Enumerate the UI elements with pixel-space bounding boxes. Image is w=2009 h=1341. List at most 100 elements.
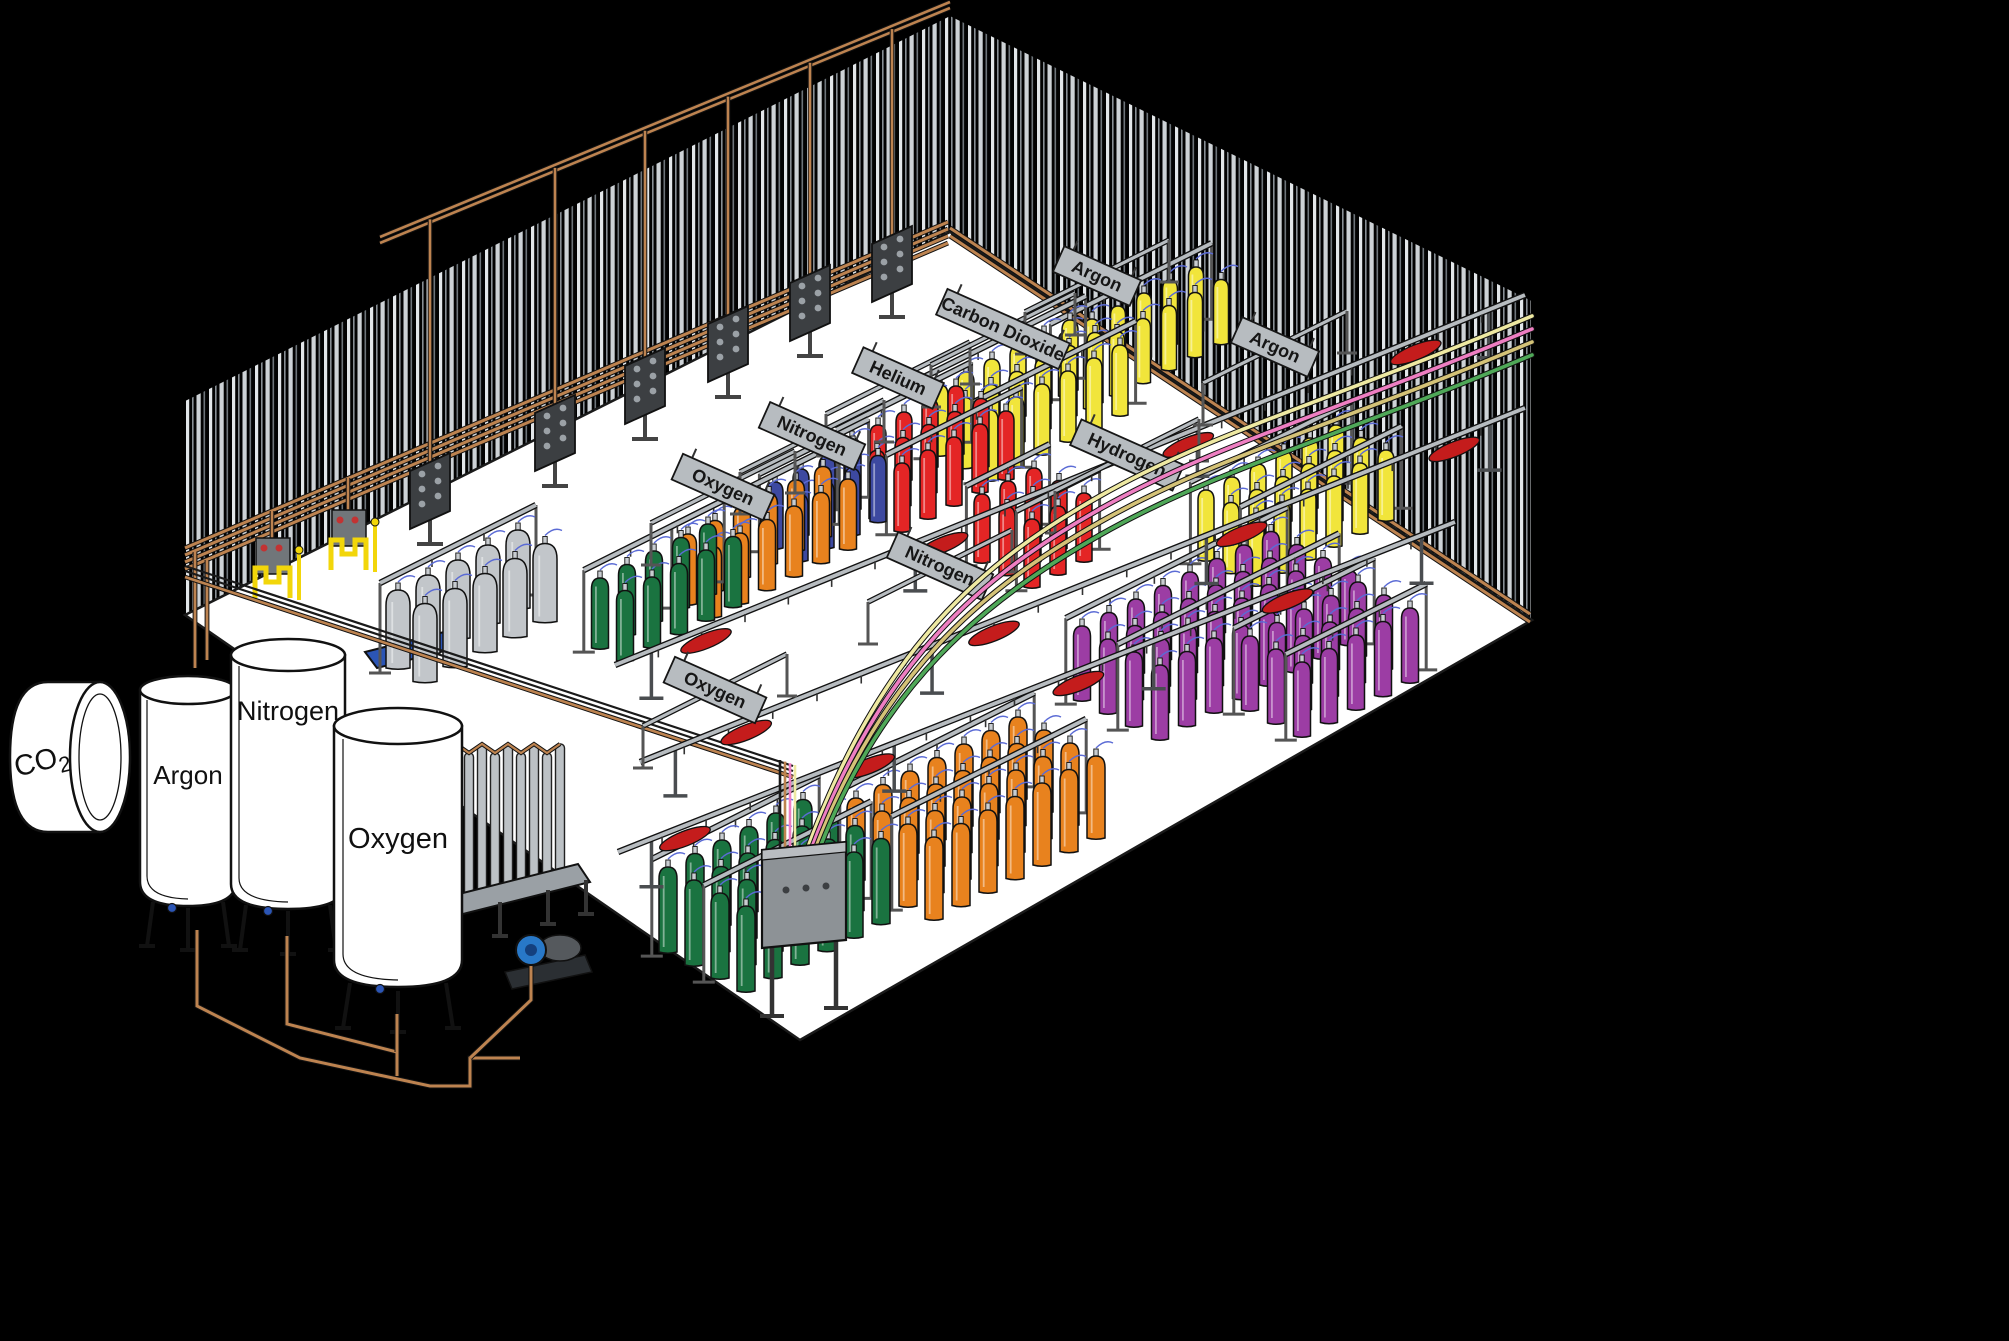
cylinder-hose: [1108, 597, 1127, 605]
cylinder-hose: [678, 548, 697, 556]
cylinder-hose: [1214, 596, 1233, 604]
cylinder-hose: [739, 518, 758, 526]
rail: [1284, 582, 1428, 656]
cylinder-hose: [1255, 500, 1274, 508]
pigtail-hose: [680, 628, 732, 654]
cylinder-hose: [902, 422, 921, 430]
panel-port: [732, 315, 740, 323]
rail: [1116, 531, 1341, 646]
panel-port: [559, 434, 567, 442]
cylinder-hose: [1213, 623, 1232, 631]
cylinder-hose: [1159, 650, 1178, 658]
rail: [639, 406, 1526, 764]
cabinet-port: [782, 886, 790, 894]
tube: [489, 752, 501, 900]
cylinder-hose: [990, 715, 1009, 723]
cylinder-hose: [1215, 570, 1234, 578]
cylinder-hose: [801, 811, 820, 819]
cylinder-hose: [1068, 754, 1087, 762]
gas-cylinder: [1124, 651, 1144, 728]
cylinder-hose: [397, 575, 416, 583]
pigtail-hose: [720, 719, 773, 746]
sign-bracket: [933, 369, 940, 380]
pigtail-hose: [1428, 436, 1481, 463]
sign-bracket: [871, 341, 878, 352]
pigtail-hose: [968, 620, 1020, 647]
gas-cylinder: [1033, 383, 1051, 456]
cylinder-hose: [1328, 633, 1347, 641]
cylinder-hose: [908, 782, 927, 790]
sign-bracket: [956, 283, 963, 294]
nitrogen-center-bank: [828, 689, 1114, 921]
sign-bracket: [778, 396, 785, 407]
cylinder-hose: [1270, 516, 1289, 524]
sign-bracket: [906, 526, 913, 537]
tank-body: [229, 653, 347, 911]
panel-port: [418, 500, 426, 508]
sign-bracket: [1250, 311, 1257, 322]
tank-label-oxygen: Oxygen: [348, 823, 448, 855]
cylinder-hose: [1383, 580, 1402, 588]
cylinder-hose: [768, 478, 787, 486]
rail: [965, 442, 1051, 488]
gas-cylinder: [658, 866, 678, 954]
cylinder-hose: [954, 396, 973, 404]
cylinder-hose: [1301, 647, 1320, 655]
tube: [554, 743, 566, 884]
tank-body: [332, 724, 464, 989]
cylinder-hose: [1240, 609, 1259, 617]
cylinder-hose: [1231, 462, 1250, 470]
cylinder-hose: [1269, 543, 1288, 551]
tank-body: [138, 688, 238, 908]
cylinder-hose: [680, 522, 699, 530]
cylinder-hose: [1134, 610, 1153, 618]
tube: [541, 752, 553, 887]
cylinder-hose: [1333, 461, 1352, 469]
cylinder-hose: [1230, 487, 1249, 495]
gas-cylinder: [978, 809, 998, 894]
cylinder-hose: [599, 563, 618, 571]
gas-cylinder: [898, 823, 918, 908]
cylinder-hose: [1069, 728, 1088, 736]
panel-port: [649, 372, 657, 380]
pigtail-hose: [659, 825, 711, 852]
cylinder-hose: [909, 756, 928, 764]
cylinder-hose: [820, 477, 839, 485]
gas-cylinder: [871, 837, 891, 926]
cylinder-hose: [1142, 303, 1161, 311]
gas-cylinder: [669, 562, 689, 636]
cylinder-hose: [1043, 715, 1062, 723]
cylinder-hose: [1091, 304, 1110, 312]
panel-port: [633, 365, 641, 373]
copper-pipe: [285, 936, 399, 1076]
cylinder-hose: [962, 755, 981, 763]
rail: [1239, 424, 1403, 509]
sign-bracket: [691, 448, 698, 459]
station-pipes: [328, 537, 369, 570]
cylinder-hose: [935, 769, 954, 777]
cylinder-hose: [653, 536, 672, 544]
gauge: [260, 544, 268, 552]
panel-port: [633, 395, 641, 403]
cylinder-hose: [1355, 620, 1374, 628]
tank-legs: [139, 901, 237, 952]
gas-cylinder: [1005, 795, 1025, 881]
cylinder-hose: [907, 809, 926, 817]
gas-cylinder: [1059, 768, 1079, 854]
gas-cylinder: [1373, 620, 1393, 698]
cylinder-hose: [1016, 728, 1035, 736]
cylinder-hose: [1257, 449, 1276, 457]
panel-port: [649, 357, 657, 365]
tank-label-argon: Argon: [153, 760, 222, 790]
panel-port: [434, 492, 442, 500]
tube: [502, 743, 514, 896]
rail: [890, 717, 1088, 818]
pigtail-hose: [1215, 521, 1268, 548]
cylinder-hose: [1093, 343, 1112, 351]
cylinder-hose: [1169, 265, 1188, 273]
manifold-panel: [534, 393, 576, 488]
panel-port: [814, 289, 822, 297]
gas-cylinder: [838, 478, 858, 551]
cylinder-hose: [1006, 491, 1025, 499]
panel-port: [543, 427, 551, 435]
